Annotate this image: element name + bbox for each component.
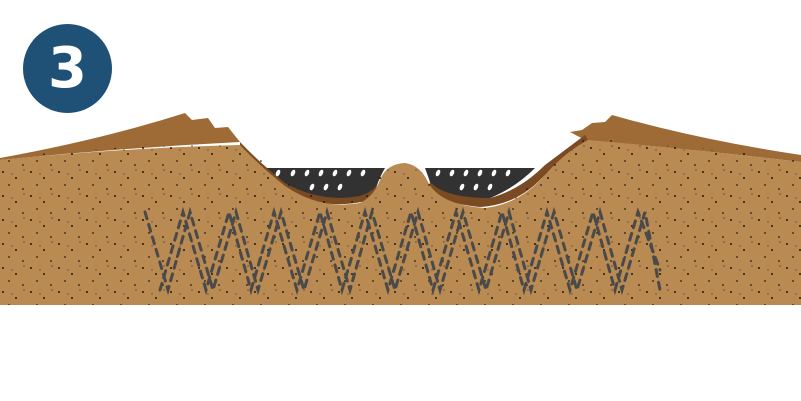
right-embankment: [570, 115, 801, 162]
compacted-liner-right: [428, 135, 588, 207]
step-number: 3: [48, 35, 87, 101]
zigzag-dashed-lines: [143, 206, 662, 296]
left-embankment: [0, 113, 240, 160]
speckle-texture: [0, 140, 801, 305]
step-number-badge: 3: [23, 24, 112, 113]
rock-flecks: [275, 169, 511, 191]
